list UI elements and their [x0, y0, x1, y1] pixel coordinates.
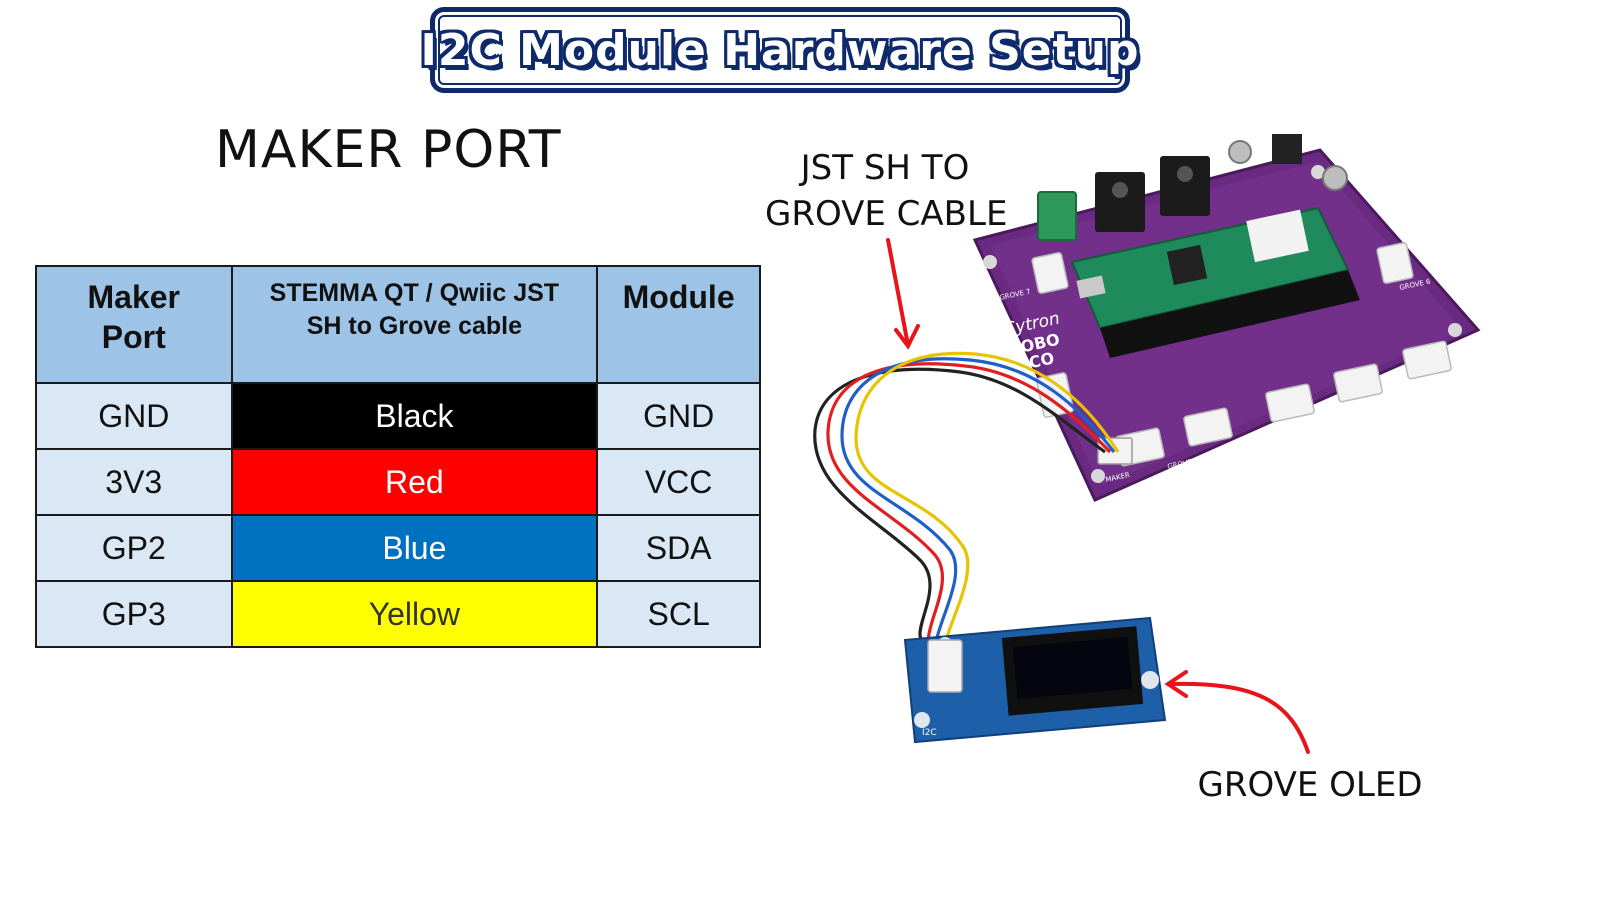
wiring-table: Maker Port STEMMA QT / Qwiic JST SH to G…	[35, 265, 761, 648]
callout-oled-line1: GROVE OLED	[1197, 765, 1423, 805]
header-maker-port: Maker Port	[35, 265, 233, 384]
module-pin-cell: VCC	[596, 448, 761, 516]
module-pin-cell: SDA	[596, 514, 761, 582]
module-pin-cell: SCL	[596, 580, 761, 648]
robo-pico-board: Cytron ROBO PICO MAKER GROVE 1 GROVE 2 G…	[972, 134, 1481, 502]
title-banner: I2C Module Hardware Setup	[421, 7, 1138, 93]
wire-color-cell: Black	[230, 382, 599, 450]
header-maker-port-line2: Port	[101, 319, 166, 355]
pico-module	[1070, 206, 1360, 358]
callout-oled: GROVE OLED	[1195, 762, 1425, 808]
callout-cable: JST SH TO GROVE CABLE	[765, 145, 1008, 237]
arrow-to-oled	[1168, 681, 1310, 754]
header-cable-line1: STEMMA QT / Qwiic JST	[269, 279, 560, 307]
table-row: GP3 Yellow SCL	[35, 580, 761, 648]
module-pin-cell: GND	[596, 382, 761, 450]
arrow-to-cable	[886, 238, 910, 347]
grove-cable	[813, 351, 1120, 664]
section-heading: MAKER PORT	[215, 120, 562, 180]
callout-cable-line1: JST SH TO	[800, 148, 970, 188]
callout-cable-line2: GROVE CABLE	[765, 194, 1008, 234]
header-maker-port-line1: Maker	[87, 279, 181, 315]
table-header-row: Maker Port STEMMA QT / Qwiic JST SH to G…	[35, 265, 761, 384]
arrow-head	[1164, 670, 1188, 698]
header-module-line1: Module	[622, 279, 735, 315]
arrow-head	[894, 324, 920, 350]
callout-arrows	[886, 238, 1310, 754]
wire-color-cell: Blue	[230, 514, 599, 582]
port-cell: 3V3	[35, 448, 233, 516]
wire-color-cell: Red	[230, 448, 599, 516]
table-row: GP2 Blue SDA	[35, 514, 761, 582]
grove-oled-module: I2C	[903, 616, 1167, 744]
wire-color-cell: Yellow	[230, 580, 599, 648]
header-cable-line2: SH to Grove cable	[306, 312, 523, 340]
port-label-grove-2: GROVE 2	[1235, 437, 1268, 451]
oled-module-label: I2C	[922, 728, 937, 738]
port-label-grove-3: GROVE 3	[1301, 416, 1334, 430]
table-row: GND Black GND	[35, 382, 761, 450]
header-module: Module	[596, 265, 761, 384]
page-title: I2C Module Hardware Setup	[420, 24, 1140, 76]
table-row: 3V3 Red VCC	[35, 448, 761, 516]
port-cell: GND	[35, 382, 233, 450]
port-cell: GP3	[35, 580, 233, 648]
header-cable: STEMMA QT / Qwiic JST SH to Grove cable	[230, 265, 599, 384]
port-cell: GP2	[35, 514, 233, 582]
oled-grove-connector	[927, 639, 963, 693]
